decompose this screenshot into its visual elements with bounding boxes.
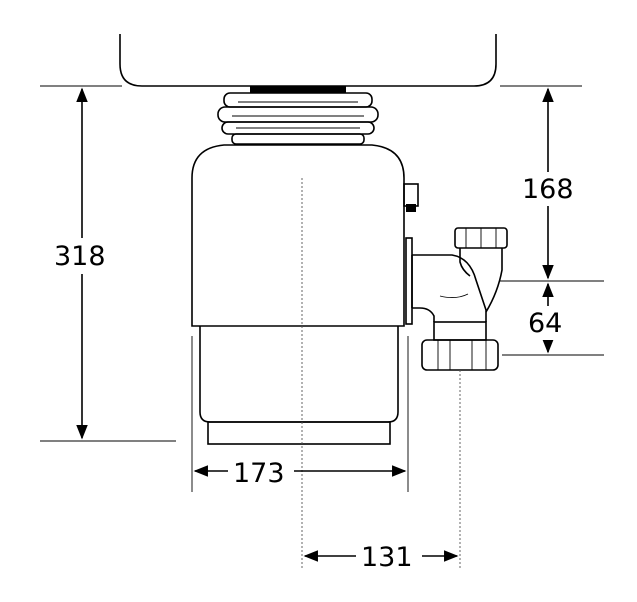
mounting-assembly [217, 92, 379, 145]
outlet-pipe [433, 321, 487, 341]
dim-outlet-height: 168 [522, 174, 574, 205]
sink-bowl [119, 34, 497, 87]
motor-base [207, 421, 391, 445]
dim-outlet-offset: 131 [361, 542, 413, 573]
reset-button [403, 183, 419, 207]
outlet-nut [421, 339, 499, 371]
reset-button-dark [406, 204, 416, 212]
dim-outlet-spacing: 64 [528, 308, 563, 339]
outlet-elbow [411, 248, 503, 322]
dim-body-width: 173 [233, 458, 285, 489]
sink-flange-gasket [250, 86, 346, 93]
inlet-plate [405, 237, 413, 325]
lower-housing [199, 326, 399, 423]
dim-overall-height: 318 [54, 241, 106, 272]
upper-housing [191, 144, 405, 327]
